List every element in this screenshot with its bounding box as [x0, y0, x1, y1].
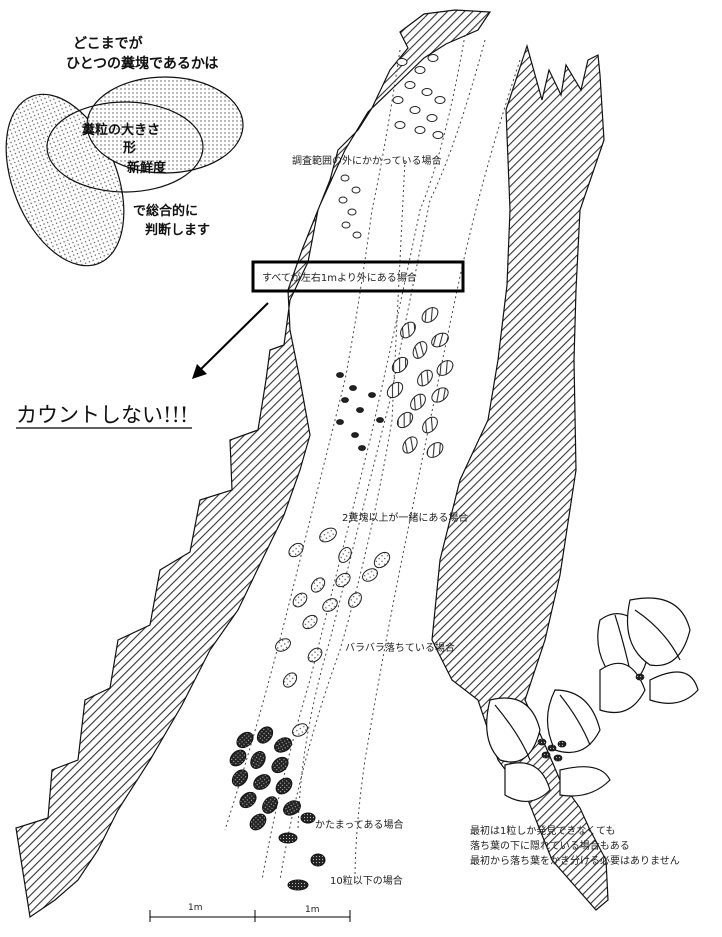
label-outside: すべてが左右1mより外にある場合: [262, 271, 417, 284]
label-clumped: かたまってある場合: [315, 818, 404, 831]
label-partial: 調査範囲の外にかかっている場合: [292, 154, 442, 167]
venn-diagram: [0, 77, 243, 283]
label-scattered: バラバラ落ちている場合: [345, 641, 455, 654]
pellets-scattered: [273, 525, 392, 738]
leaf-note-line3: 最初から落ち葉をかき分ける必要はありません: [470, 854, 680, 867]
label-under-ten: 10粒以下の場合: [330, 874, 403, 887]
scale-bar: [150, 910, 350, 922]
pellets-dark-small: [337, 373, 384, 451]
leaf-note-line2: 落ち葉の下に隠れている場合もある: [470, 839, 630, 852]
venn-label-size: 糞粒の大きさ: [81, 122, 160, 138]
venn-label-shape: 形: [123, 141, 136, 156]
judge-line1: で総合的に: [133, 203, 198, 219]
leaf-note-line1: 最初は1粒しか発見できなくても: [470, 824, 616, 837]
scale-label-left: 1m: [188, 903, 203, 913]
no-count-heading: カウントしない!!!: [16, 403, 188, 427]
label-two-plus: 2糞塊以上が一緒にある場合: [342, 511, 468, 524]
scale-label-right: 1m: [305, 905, 320, 915]
intro-line1: どこまでが: [73, 35, 144, 52]
pellets-clumped: [227, 724, 303, 833]
arrow-line: [200, 303, 268, 370]
venn-label-fresh: 新鮮度: [127, 160, 167, 176]
judge-line2: 判断します: [145, 222, 210, 238]
intro-line2: ひとつの糞塊であるかは: [66, 55, 218, 72]
